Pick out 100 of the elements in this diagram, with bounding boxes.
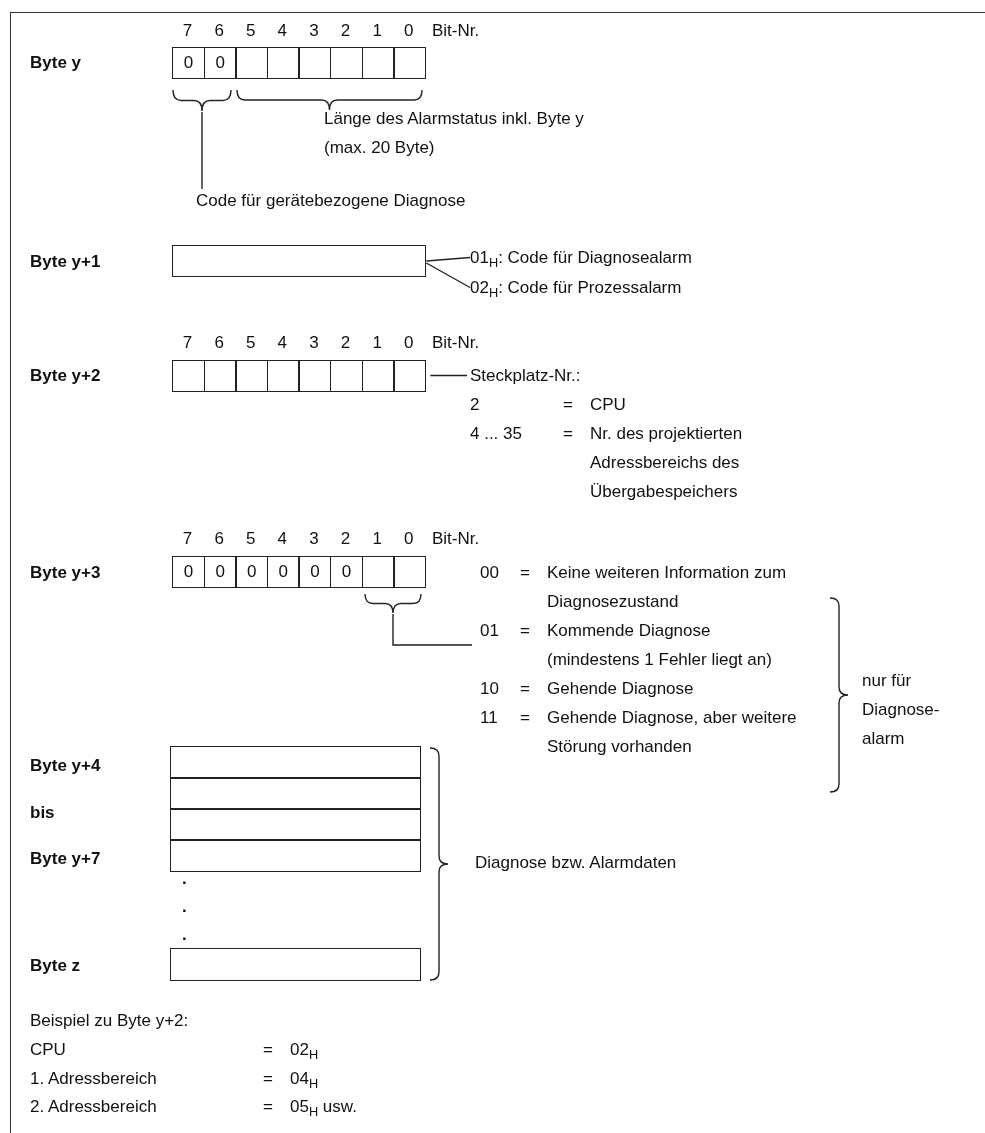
byte-label: Byte y+2 bbox=[30, 364, 101, 387]
equals-sign: = bbox=[563, 423, 574, 445]
leader-line bbox=[201, 111, 203, 190]
leader-line bbox=[425, 256, 471, 262]
bit-number: 1 bbox=[372, 527, 382, 550]
leader-line bbox=[425, 262, 471, 289]
value-code: 11 bbox=[480, 707, 499, 729]
byte-label: Byte y+4 bbox=[30, 754, 101, 777]
bit-cell bbox=[266, 360, 300, 392]
byte-field bbox=[170, 808, 421, 841]
bit-number: 5 bbox=[246, 19, 256, 42]
bit-number: 7 bbox=[182, 527, 193, 550]
field-heading: Steckplatz-Nr.: bbox=[470, 365, 582, 387]
bit-cell: 0 bbox=[203, 47, 237, 79]
value-code: 01 bbox=[480, 620, 500, 642]
bit-cell: 0 bbox=[203, 556, 237, 588]
bit-cell bbox=[235, 47, 269, 79]
byte-field bbox=[170, 948, 421, 981]
bit-cell: 0 bbox=[172, 47, 206, 79]
bit-cell: 0 bbox=[235, 556, 269, 588]
curly-bracket bbox=[172, 89, 232, 112]
bit-number: 3 bbox=[309, 331, 319, 354]
value-code: 4 ... 35 bbox=[470, 423, 523, 445]
equals-sign: = bbox=[263, 1038, 273, 1061]
hex-value: 04$_{H}$ bbox=[290, 1067, 319, 1093]
bit-cell bbox=[393, 47, 427, 79]
bit-number: 0 bbox=[404, 527, 414, 550]
bit-number: 4 bbox=[277, 331, 288, 354]
annotation-text: Länge des Alarmstatus inkl. Byte y (max. 20 Byte) bbox=[324, 107, 585, 159]
bit-cell: 0 bbox=[266, 556, 300, 588]
byte-label: Byte z bbox=[30, 954, 81, 977]
bit-cell bbox=[361, 360, 395, 392]
byte-label: Byte y bbox=[30, 51, 82, 74]
bit-number: 5 bbox=[246, 527, 256, 550]
value-description: Nr. des projektierten Adressbereichs des Übergabespeichers bbox=[590, 423, 744, 503]
annotation-text: nur für Diagnose-alarm bbox=[862, 669, 941, 750]
bit-cell bbox=[330, 47, 364, 79]
ellipsis-dot: . bbox=[182, 867, 187, 890]
bit-cell bbox=[266, 47, 300, 79]
bit-number: 4 bbox=[277, 19, 288, 42]
bit-number: 7 bbox=[182, 331, 193, 354]
example-item: CPU bbox=[30, 1038, 66, 1061]
byte-field bbox=[170, 746, 421, 779]
equals-sign: = bbox=[263, 1067, 273, 1090]
annotation-text: Code für gerätebezogene Diagnose bbox=[196, 186, 576, 215]
bit-cell bbox=[361, 47, 395, 79]
byte-label: Byte y+1 bbox=[30, 250, 101, 273]
bit-cell: 0 bbox=[298, 556, 332, 588]
bit-number: 2 bbox=[340, 19, 351, 42]
byte-label: Byte y+7 bbox=[30, 847, 101, 870]
bit-number: 3 bbox=[309, 19, 319, 42]
byte-field bbox=[170, 777, 421, 810]
bit-cell bbox=[235, 360, 269, 392]
hex-value: 02$_{H}$ bbox=[290, 1038, 319, 1064]
annotation-text: Diagnose bzw. Alarmdaten bbox=[475, 851, 677, 874]
equals-sign: = bbox=[563, 394, 574, 416]
byte-label: Byte y+3 bbox=[30, 561, 101, 584]
bit-number: 0 bbox=[404, 331, 414, 354]
equals-sign: = bbox=[520, 678, 531, 700]
bit-cell bbox=[298, 47, 332, 79]
byte-field bbox=[170, 839, 421, 872]
bit-cell: 0 bbox=[172, 556, 206, 588]
bit-number-heading: Bit-Nr. bbox=[432, 19, 480, 42]
bit-number: 7 bbox=[182, 19, 193, 42]
equals-sign: = bbox=[520, 707, 531, 729]
bit-number: 2 bbox=[340, 331, 351, 354]
bit-number-heading: Bit-Nr. bbox=[432, 331, 480, 354]
byte-label: bis bbox=[30, 801, 55, 824]
example-heading: Beispiel zu Byte y+2: bbox=[30, 1009, 189, 1032]
bit-number: 6 bbox=[214, 331, 224, 354]
example-item: 2. Adressbereich bbox=[30, 1095, 157, 1118]
value-code: 00 bbox=[480, 562, 500, 584]
bit-number: 0 bbox=[404, 19, 414, 42]
equals-sign: = bbox=[263, 1095, 273, 1118]
equals-sign: = bbox=[520, 620, 531, 642]
hex-value: 05$_{H}$ usw. bbox=[290, 1095, 357, 1121]
bit-cell: 0 bbox=[330, 556, 364, 588]
bit-cell bbox=[330, 360, 364, 392]
value-description: Gehende Diagnose bbox=[547, 678, 695, 700]
value-description: CPU bbox=[590, 394, 627, 416]
value-code: 2 bbox=[470, 394, 481, 416]
bit-number: 1 bbox=[372, 331, 382, 354]
bit-number: 5 bbox=[246, 331, 256, 354]
bit-number: 6 bbox=[214, 19, 224, 42]
ellipsis-dot: . bbox=[182, 923, 187, 946]
bit-cell bbox=[203, 360, 237, 392]
bit-number-heading: Bit-Nr. bbox=[432, 527, 480, 550]
value-code: 10 bbox=[480, 678, 500, 700]
equals-sign: = bbox=[520, 562, 531, 584]
bit-cell bbox=[172, 360, 206, 392]
bit-number: 3 bbox=[309, 527, 319, 550]
value-description: Keine weiteren Information zum Diagnosezustand bbox=[547, 562, 788, 613]
leader-line bbox=[429, 374, 468, 377]
bit-cell bbox=[361, 556, 395, 588]
bit-cell bbox=[393, 556, 427, 588]
leader-line bbox=[392, 613, 473, 646]
annotation-text: 01$_{H}$: Code für Diagnosealarm bbox=[470, 243, 830, 272]
bit-cell bbox=[298, 360, 332, 392]
bit-cell bbox=[393, 360, 427, 392]
byte-field bbox=[172, 245, 427, 277]
